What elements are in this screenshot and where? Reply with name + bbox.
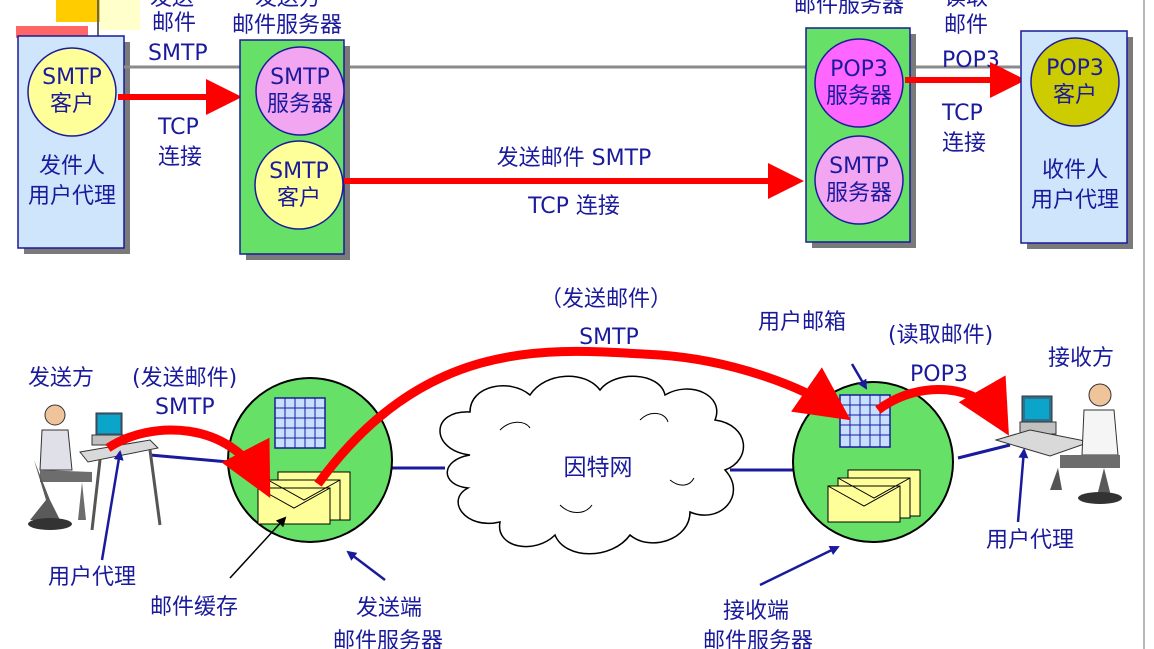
sender-person-icon [28,404,162,531]
mailbox-label: 用户邮箱 [758,310,846,335]
pop3-server-line2: 服务器 [826,84,892,109]
send-mail-smtp: SMTP [155,395,215,420]
link3-line2: 邮件 [944,13,988,38]
send-client-line2: 客户 [277,186,321,211]
read-mail-pop3: POP3 [910,362,968,387]
mailbox-pointer [850,363,868,390]
link2-line2: TCP 连接 [527,194,620,219]
send-server-line2: 服务器 [267,92,333,117]
send-server-title-line2: 邮件服务器 [232,13,342,38]
sending-mail-server-box: SMTP 服务器 SMTP 客户 [239,39,350,260]
link2-line1: 发送邮件 SMTP [497,146,652,171]
recv-smtp-line1: SMTP [829,154,889,179]
link1-line1: 发送 [150,0,194,11]
read-mail-arrow [875,375,1009,436]
link3-line1: 读取 [944,0,988,11]
recv-server-pointer [759,545,840,587]
send-mail-arrow [105,425,271,498]
recv-smtp-line2: 服务器 [826,181,892,206]
ua-left-label: 用户代理 [48,565,136,590]
recv-server-label-line1: 接收端 [723,599,789,624]
send-server-title-line1: 发送方 [255,0,321,11]
receiving-mail-server-box: POP3 服务器 SMTP 服务器 [805,27,916,248]
link1-tcp1: TCP [157,115,199,140]
link1-line3: SMTP [148,41,208,66]
sending-mail-buffer [257,471,351,525]
recv-server-title: 邮件服务器 [794,0,904,18]
ua-right-pointer [1016,448,1029,523]
ua-left-pointer [100,450,124,561]
pop3-client-circle [1030,37,1120,127]
internet-label: 因特网 [564,455,633,481]
receiving-server-node [792,381,954,543]
sender-ua-label-line2: 用户代理 [28,184,116,209]
page-edge-rule [1143,0,1145,649]
recv-server-label-line2: 邮件服务器 [703,629,813,649]
mail-buffer-label: 邮件缓存 [150,595,238,620]
send-client-line1: SMTP [269,159,329,184]
link1-tcp2: 连接 [158,145,202,170]
recv-smtp-server-circle [814,135,904,225]
sending-mailbox-grid [274,397,326,449]
link-pc-to-server [149,453,241,465]
link3-line3: POP3 [942,48,1000,73]
receiver-ua-label-line2: 用户代理 [1031,188,1119,213]
receiver-ua-label-line1: 收件人 [1042,158,1108,183]
long-smtp-arrow [314,346,851,487]
link3-tcp1: TCP [941,101,983,126]
corner-decoration [16,0,140,40]
receiver-label: 接收方 [1048,346,1114,371]
pop3-client-line1: POP3 [1046,56,1104,81]
mail-buffer-pointer [229,516,287,579]
internet-cloud [439,375,744,555]
send-server-line1: SMTP [270,65,330,90]
sender-ua-label-line1: 发件人 [39,154,105,179]
link3-tcp2: 连接 [942,131,986,156]
link-server-to-pc [957,443,1011,460]
sending-server-node [227,377,393,543]
pop3-server-circle [814,38,904,128]
send-server-label-line1: 发送端 [356,596,422,621]
long-send-smtp: SMTP [579,325,639,350]
pop3-server-line1: POP3 [830,57,888,82]
send-mail-paren: (发送邮件) [132,366,237,391]
smtp-server-circle [255,46,345,136]
receiver-user-agent-box: POP3 客户 收件人 用户代理 [1020,30,1133,249]
send-server-label-line2: 邮件服务器 [333,629,443,649]
read-mail-paren: (读取邮件) [888,323,993,348]
receiver-person-icon [994,383,1122,504]
ua-right-label: 用户代理 [986,528,1074,553]
smtp-client-circle-2 [254,140,344,230]
sender-user-agent-box: SMTP 客户 发件人 用户代理 [17,35,130,254]
link1-line2: 邮件 [152,11,196,36]
long-send-paren: （发送邮件） [540,287,672,312]
smtp-client-circle [27,47,117,137]
sender-client-line1: SMTP [42,65,102,90]
sender-client-line2: 客户 [50,92,94,117]
sender-label: 发送方 [28,366,94,391]
receiving-mail-stack [827,469,921,523]
send-server-pointer [346,550,386,581]
pop3-client-line2: 客户 [1053,83,1097,108]
